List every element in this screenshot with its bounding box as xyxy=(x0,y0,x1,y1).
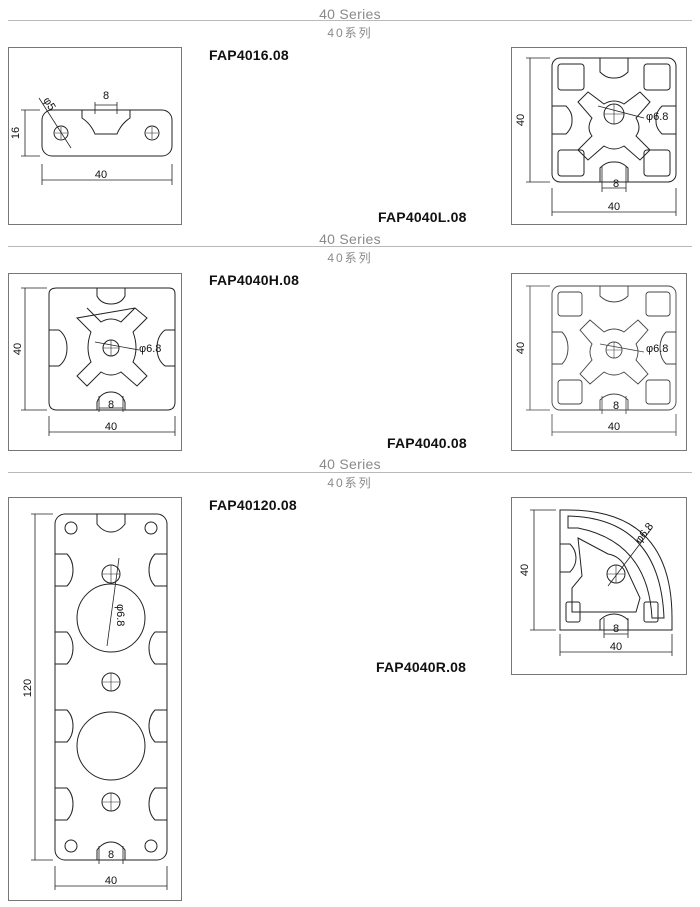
fap4040-slot-label: 8 xyxy=(613,400,619,412)
fap4016-width-label: 40 xyxy=(95,169,107,181)
profile-fap4040h-code: FAP4040H.08 xyxy=(209,272,300,288)
fap4016-hole-label: φ5 xyxy=(40,95,57,113)
profile-fap4040r-drawing: 40 40 8 φ6.8 xyxy=(511,497,687,675)
section-2-title: 40 Series xyxy=(319,231,381,247)
section-1-subtitle: 40系列 xyxy=(327,26,373,40)
fap4040r-slot-label: 8 xyxy=(613,623,619,635)
fap40120-slot-label: 8 xyxy=(108,849,114,861)
fap4016-slot-label: 8 xyxy=(103,90,109,102)
section-2-divider xyxy=(8,246,692,247)
fap4040h-height-label: 40 xyxy=(12,343,24,355)
fap4040-height-label: 40 xyxy=(515,342,527,354)
fap4040-width-label: 40 xyxy=(608,421,620,433)
profile-fap4040-drawing: 40 40 8 φ6.8 xyxy=(511,273,687,451)
fap4040h-slot-label: 8 xyxy=(108,399,114,411)
profile-fap40120-drawing: 40 120 8 φ6.8 xyxy=(8,497,182,901)
fap4040l-height-label: 40 xyxy=(515,114,527,126)
section-1-divider xyxy=(8,20,692,21)
fap4040h-hole-label: φ6.8 xyxy=(139,343,161,355)
profile-fap4040h-drawing: 40 40 8 φ6.8 xyxy=(8,273,182,451)
fap4040l-width-label: 40 xyxy=(608,201,620,213)
fap4040h-width-label: 40 xyxy=(105,421,117,433)
section-3-divider xyxy=(8,472,692,473)
fap4040r-hole-label: φ6.8 xyxy=(633,521,656,546)
section-1-title: 40 Series xyxy=(319,6,381,22)
profile-fap40120-code: FAP40120.08 xyxy=(209,497,297,513)
fap40120-height-label: 120 xyxy=(22,679,34,697)
profile-fap4040l-drawing: 40 40 8 φ6.8 xyxy=(511,47,687,225)
fap4040-hole-label: φ6.8 xyxy=(646,343,668,355)
fap4040r-height-label: 40 xyxy=(519,564,531,576)
fap4016-height-label: 16 xyxy=(10,127,22,139)
section-2-subtitle: 40系列 xyxy=(327,251,373,265)
fap4040r-width-label: 40 xyxy=(610,641,622,653)
fap4040l-hole-label: φ6.8 xyxy=(646,111,668,123)
section-3-title: 40 Series xyxy=(319,456,381,472)
fap4040l-slot-label: 8 xyxy=(613,178,619,190)
profile-fap4040l-code: FAP4040L.08 xyxy=(378,209,467,225)
profile-fap4016-drawing: 40 16 8 φ5 xyxy=(8,47,182,225)
section-3-subtitle: 40系列 xyxy=(327,476,373,490)
fap40120-hole-label: φ6.8 xyxy=(114,604,126,626)
profile-fap4016-code: FAP4016.08 xyxy=(209,47,289,63)
profile-fap4040-code: FAP4040.08 xyxy=(387,435,467,451)
profile-fap4040r-code: FAP4040R.08 xyxy=(376,659,467,675)
fap40120-width-label: 40 xyxy=(105,875,117,887)
